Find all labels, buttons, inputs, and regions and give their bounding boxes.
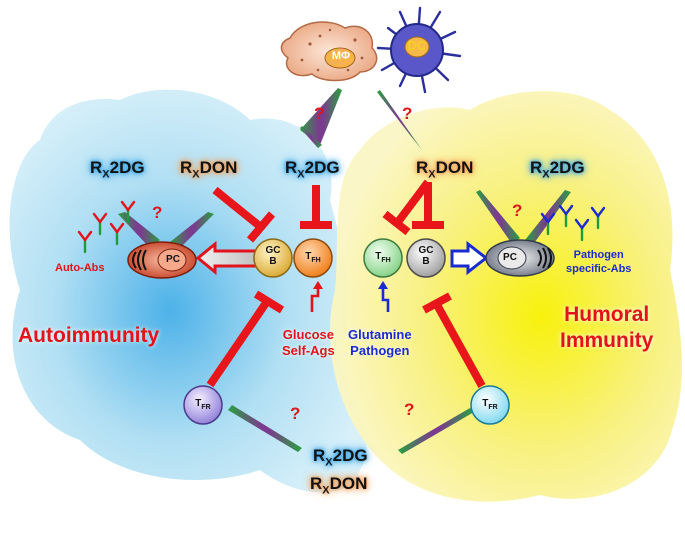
dendritic-label: DC <box>407 38 427 53</box>
tfh-cell-right <box>363 238 403 278</box>
tfr-cell-right <box>470 385 510 425</box>
question-mark-bottom-right: ? <box>404 400 415 419</box>
drug-label-center-don: RXDON <box>416 158 474 181</box>
glucose-arrow <box>310 281 323 312</box>
drug-label-center-2dg: RX2DG <box>285 158 340 181</box>
antibodies-left <box>77 200 136 254</box>
plasma-cell-right <box>485 239 555 277</box>
glutamine-arrow <box>378 281 390 312</box>
drug-label-bottom-2dg: RX2DG <box>313 446 368 469</box>
macrophage-label: MΦ <box>331 50 351 62</box>
tfh-cell-left <box>293 238 333 278</box>
dendritic-cell <box>376 6 462 94</box>
question-mark-top-right: ? <box>402 104 413 123</box>
inhibition-arrows <box>206 179 486 388</box>
tfh-right-label: TFH <box>375 251 391 264</box>
drug-label-right-2dg: RX2DG <box>530 158 585 181</box>
antibodies-right <box>540 204 606 242</box>
drug-label-left-don: RXDON <box>180 158 238 181</box>
drug-label-left-2dg: RX2DG <box>90 158 145 181</box>
question-mark-top-left: ? <box>314 104 325 123</box>
question-mark-right-pc: ? <box>512 201 523 220</box>
blue-arrow-right <box>450 240 489 276</box>
tfr-cell-left <box>183 385 223 425</box>
tfh-left-label: TFH <box>305 251 321 264</box>
tfr-left-label: TFR <box>195 398 211 411</box>
macrophage-cell <box>280 21 378 82</box>
tfr-right-label: TFR <box>482 398 498 411</box>
autoimmunity-title: Autoimmunity <box>18 324 160 347</box>
gc-b-cell-left <box>253 238 293 278</box>
pc-right-label: PC <box>503 252 517 263</box>
pc-left-label: PC <box>166 254 180 265</box>
auto-abs-label: Auto-Abs <box>55 262 105 274</box>
autoimmunity-background <box>9 89 367 493</box>
question-mark-bottom-left: ? <box>290 404 301 423</box>
plasma-cell-left <box>127 241 197 279</box>
drug-label-bottom-don: RXDON <box>310 474 368 497</box>
cone-connectors <box>118 88 571 454</box>
gc-b-cell-right <box>406 238 446 278</box>
question-mark-left-pc: ? <box>152 203 163 222</box>
